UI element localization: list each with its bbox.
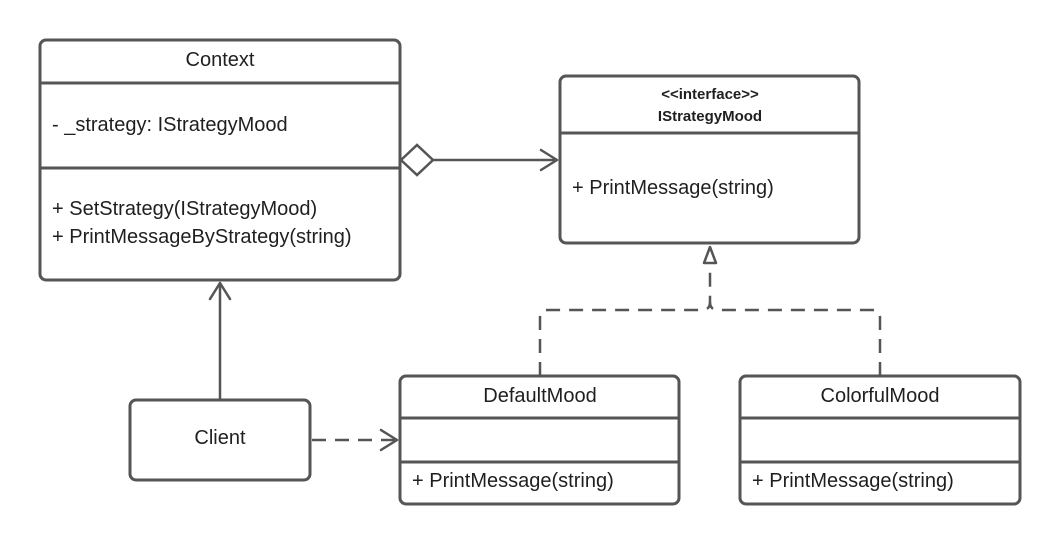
class-colorfulmood-method: + PrintMessage(string): [752, 470, 954, 492]
dependency-arrowhead: [379, 428, 399, 452]
aggregation-diamond: [399, 143, 435, 177]
association-arrowhead: [208, 281, 232, 301]
realization-line-colorfulmood: [708, 301, 882, 376]
realization-line-defaultmood: [538, 266, 712, 376]
class-defaultmood-name: DefaultMood: [483, 385, 596, 407]
class-colorfulmood[interactable]: ColorfulMood + PrintMessage(string): [738, 374, 1022, 506]
class-context-name: Context: [186, 49, 255, 71]
class-context-method: + SetStrategy(IStrategyMood): [52, 198, 317, 220]
interface-istrategymood-stereotype: <<interface>>: [661, 86, 759, 103]
realization-triangle: [702, 245, 718, 265]
relation-realization-moods-istrategymood[interactable]: [538, 245, 882, 376]
aggregation-arrowhead: [539, 148, 559, 172]
class-defaultmood-method: + PrintMessage(string): [412, 470, 614, 492]
class-defaultmood[interactable]: DefaultMood + PrintMessage(string): [398, 374, 681, 506]
relation-dependency-client-defaultmood[interactable]: [312, 428, 399, 452]
class-colorfulmood-name: ColorfulMood: [821, 385, 940, 407]
class-client-name: Client: [194, 427, 246, 449]
class-context-attribute: - _strategy: IStrategyMood: [52, 114, 288, 136]
interface-istrategymood-method: + PrintMessage(string): [572, 177, 774, 199]
interface-istrategymood[interactable]: <<interface>> IStrategyMood + PrintMessa…: [558, 74, 861, 245]
relation-association-client-context[interactable]: [208, 281, 232, 400]
class-context[interactable]: Context - _strategy: IStrategyMood + Set…: [38, 38, 402, 282]
class-client[interactable]: Client: [128, 398, 312, 482]
interface-istrategymood-box: [558, 74, 861, 245]
interface-istrategymood-name: IStrategyMood: [658, 108, 762, 125]
relation-aggregation-context-istrategymood[interactable]: [399, 143, 559, 177]
class-context-method: + PrintMessageByStrategy(string): [52, 226, 352, 248]
